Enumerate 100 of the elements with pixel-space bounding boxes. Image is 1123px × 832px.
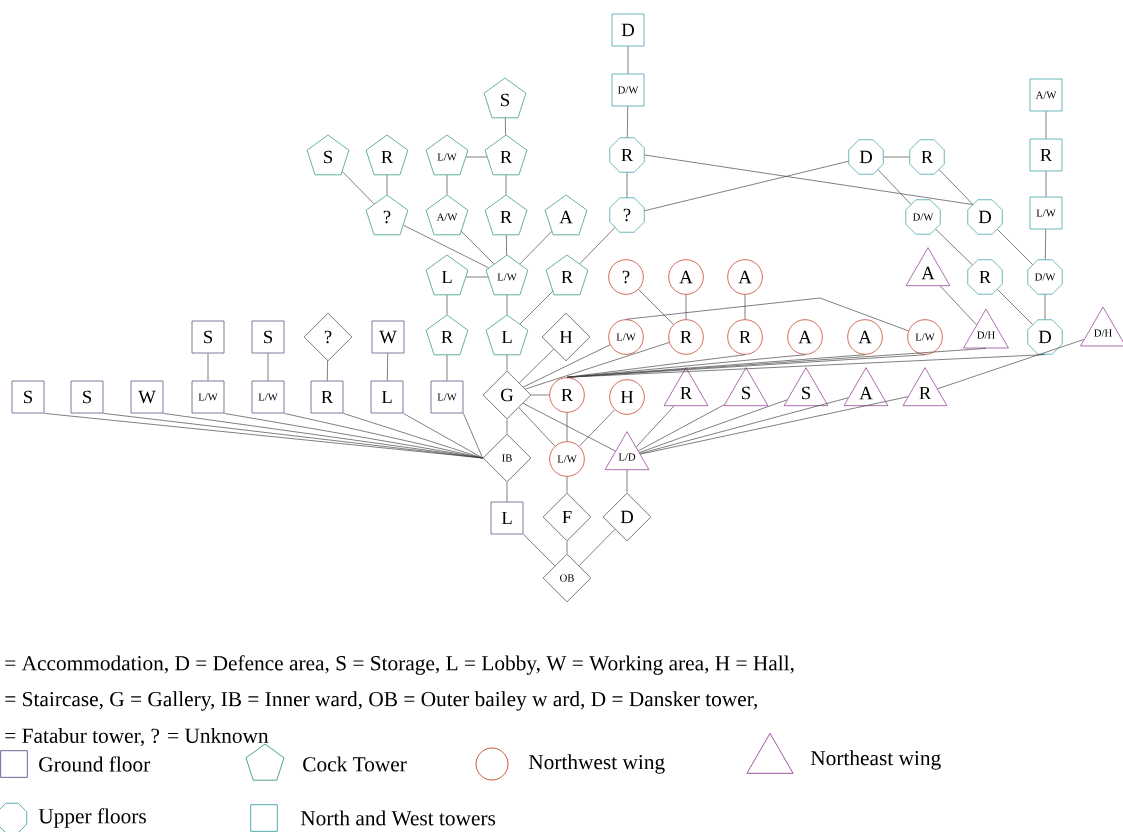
legend-label: Upper floors: [38, 808, 146, 828]
connector-line: [403, 413, 483, 459]
legend-label: Northeast wing: [810, 750, 941, 770]
connector-line: [640, 396, 909, 455]
connector-line: [506, 482, 508, 502]
connector-line: [525, 342, 670, 390]
room-pentagon: S: [306, 134, 350, 176]
room-square: L: [490, 501, 524, 535]
connector-line: [446, 354, 448, 381]
connector-line: [342, 171, 375, 205]
connector-line: [506, 234, 507, 256]
connector-line: [937, 339, 1085, 390]
room-octagon: ?: [609, 197, 645, 233]
room-octagon: D: [967, 199, 1003, 235]
connector-line: [639, 397, 849, 454]
connector-line: [519, 231, 552, 265]
connector-line: [465, 276, 489, 278]
room-square: S: [251, 320, 285, 354]
room-pentagon: L: [485, 314, 529, 356]
room-pentagon: R: [365, 134, 409, 176]
connector-line: [207, 353, 209, 381]
connector-line: [343, 413, 483, 459]
connector-line: [578, 528, 616, 567]
connector-line: [638, 404, 725, 452]
room-pentagon: A: [544, 194, 588, 236]
connector-line: [465, 156, 488, 158]
room-square: S: [70, 380, 104, 414]
room-square: R: [310, 380, 344, 414]
connector-line: [625, 297, 909, 332]
connector-line: [627, 46, 629, 74]
room-square: D: [611, 13, 645, 47]
room-pentagon: R: [484, 134, 528, 176]
room-pentagon: A/W: [425, 194, 469, 236]
room-square: R: [1029, 138, 1063, 172]
connector-line: [403, 224, 489, 269]
connector-line: [935, 228, 973, 266]
room-pentagon: ?: [365, 194, 409, 236]
connector-line: [518, 348, 555, 384]
connector-line: [506, 294, 508, 315]
connector-line: [644, 160, 849, 212]
connector-line: [877, 169, 912, 205]
connector-line: [566, 354, 1046, 378]
room-square: L/W: [430, 380, 464, 414]
connector-line: [531, 394, 550, 396]
connector-line: [1045, 111, 1047, 139]
legend-label: Ground floor: [39, 756, 151, 772]
room-square: L/W: [191, 380, 225, 414]
connector-line: [938, 169, 974, 205]
connector-line: [267, 353, 269, 381]
room-triangle: R: [902, 367, 948, 407]
connector-line: [997, 229, 1033, 265]
connector-line: [506, 354, 508, 371]
connector-line: [523, 344, 611, 388]
room-octagon: D/W: [905, 199, 941, 235]
room-triangle: A: [905, 247, 951, 287]
connector-line: [519, 291, 553, 325]
connector-line: [579, 409, 615, 447]
connector-line: [626, 469, 628, 493]
room-triangle: R: [663, 367, 709, 407]
room-square: A/W: [1029, 78, 1063, 112]
connector-line: [939, 285, 977, 326]
room-pentagon: L/W: [485, 254, 529, 296]
connector-line: [1044, 229, 1047, 260]
room-triangle: S: [783, 367, 829, 407]
connector-line: [997, 289, 1033, 325]
connector-line: [626, 172, 628, 198]
connector-line: [639, 399, 788, 453]
connector-line: [566, 476, 568, 493]
legend-label: Northwest wing: [528, 754, 665, 774]
connector-line: [463, 413, 483, 459]
legend-note: = Accommodation, D = Defence area, S = Storage, L = Lobby, W = Working area, H = Hall,: [5, 655, 794, 675]
connector-line: [626, 106, 629, 138]
room-pentagon: L: [425, 254, 469, 296]
room-pentagon: S: [483, 77, 527, 119]
room-square: L/W: [1029, 196, 1063, 230]
connector-line: [522, 403, 616, 452]
room-square: S: [11, 380, 45, 414]
connector-line: [644, 154, 973, 205]
connector-line: [744, 294, 746, 320]
connector-line: [446, 174, 448, 195]
legend-note: = Fatabur tower, ? = Unknown: [5, 727, 269, 747]
connector-line: [566, 354, 806, 378]
connector-line: [685, 294, 687, 320]
room-square: W: [130, 380, 164, 414]
connector-line: [461, 231, 495, 265]
room-triangle: S: [723, 367, 769, 407]
connector-line: [386, 174, 388, 195]
connector-line: [326, 360, 328, 381]
room-octagon: R: [909, 139, 945, 175]
room-triangle: D/H: [963, 308, 1009, 349]
room-pentagon: R: [425, 314, 469, 356]
room-octagon: R: [609, 137, 645, 173]
room-square: L/W: [251, 380, 285, 414]
connector-line: [386, 353, 389, 381]
connector-line: [1044, 294, 1046, 320]
room-octagon: R: [967, 259, 1003, 295]
connector-line: [224, 413, 483, 459]
room-square: D/W: [611, 73, 645, 107]
connector-line: [523, 534, 556, 567]
room-square: S: [191, 320, 225, 354]
